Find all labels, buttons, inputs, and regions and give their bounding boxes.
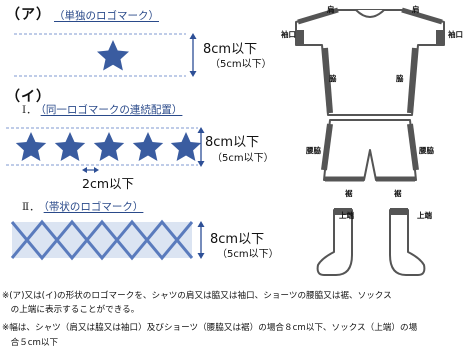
section-i1-title: Ⅰ．（同一ロゴマークの連続配置）	[22, 102, 182, 117]
shorts-illustration	[321, 119, 419, 182]
section-i1-spacing: 2cm以下	[82, 176, 135, 191]
label-cuff-left: 袖口	[281, 30, 296, 39]
section-i1-size: 8cm以下	[205, 135, 260, 150]
spacing-arrow	[82, 167, 99, 173]
section-i1-number: Ⅰ．	[22, 104, 37, 116]
note-line-1: ※(ア)又は(イ)の形状のロゴマークを、シャツの肩又は脇又は袖口、ショーツの腰脇…	[2, 291, 392, 301]
section-a-size: 8cm以下	[203, 42, 258, 57]
dimension-arrow	[189, 33, 197, 77]
repeated-logo-figure	[6, 127, 202, 173]
section-i2-number: Ⅱ．	[22, 201, 40, 213]
star-logo	[132, 132, 164, 161]
note-line-2: の上端に表示することができる。	[2, 305, 140, 315]
label-side-left: 脇	[329, 74, 337, 83]
label-sock-top-right: 上端	[417, 211, 432, 220]
label-shoulder-right: 肩	[412, 5, 420, 14]
garment-diagram	[295, 7, 445, 276]
label-side-right: 脇	[396, 74, 404, 83]
single-logo-figure	[14, 33, 197, 77]
section-a-label: （ア）	[6, 7, 51, 23]
star-logo	[54, 132, 86, 161]
section-i1-size-note: （5cm以下）	[212, 153, 274, 164]
dimension-arrow	[197, 127, 205, 167]
label-waist-left: 腰脇	[306, 146, 321, 155]
shirt-illustration	[295, 7, 445, 116]
dimension-arrow	[197, 221, 205, 259]
star-logo	[170, 132, 202, 161]
section-i2-size-note: （5cm以下）	[217, 249, 279, 260]
label-shoulder-left: 肩	[327, 5, 335, 14]
section-i2-size: 8cm以下	[210, 232, 265, 247]
section-i2-title: Ⅱ．（帯状のロゴマーク）	[22, 199, 143, 214]
section-a-title-text: （単独のロゴマーク）	[54, 10, 159, 22]
star-logo	[15, 132, 47, 161]
socks-illustration	[316, 208, 426, 276]
section-i2-title-text: （帯状のロゴマーク）	[43, 201, 144, 213]
label-cuff-right: 袖口	[448, 30, 463, 39]
band-background	[12, 222, 192, 258]
band-pattern	[10, 219, 194, 261]
band-logo-figure	[10, 219, 205, 261]
note-line-4: 合５cm以下	[2, 338, 59, 348]
label-hem-right: 裾	[394, 189, 402, 198]
star-logo	[97, 40, 129, 71]
star-logo	[93, 132, 125, 161]
note-line-3: ※幅は、シャツ（肩又は脇又は袖口）及びショーツ（腰脇又は裾）の場合８cm以下、ソ…	[2, 323, 418, 333]
label-sock-top-left: 上端	[339, 211, 354, 220]
section-i1-title-text: （同一ロゴマークの連続配置）	[40, 104, 183, 116]
section-a-title: （単独のロゴマーク）	[54, 8, 159, 23]
label-hem-left: 裾	[345, 189, 353, 198]
section-a-size-note: （5cm以下）	[210, 59, 272, 70]
label-waist-right: 腰脇	[419, 146, 434, 155]
section-i-label: （イ）	[6, 89, 51, 105]
